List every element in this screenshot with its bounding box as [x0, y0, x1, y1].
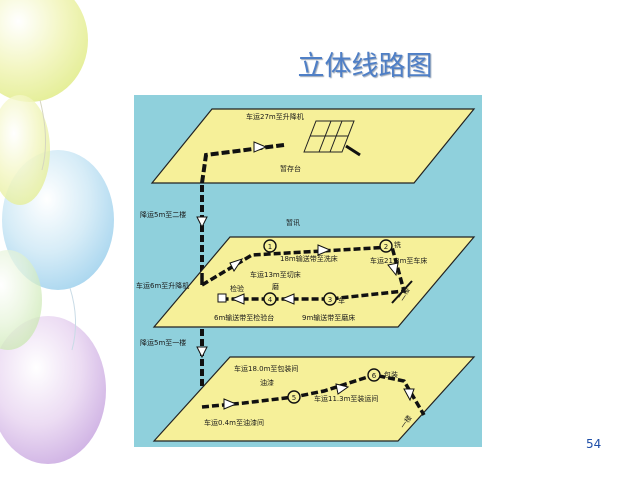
top-label-conveyor: 车运27m至升降机 — [246, 112, 304, 121]
storage-rack-icon — [303, 120, 355, 153]
mid-arrow-5 — [230, 293, 245, 305]
label-lift-to-1f: 降运5m至一楼 — [140, 338, 186, 347]
top-route-arrow — [253, 141, 268, 153]
process-node-1: 1 — [263, 239, 277, 253]
label-inspect: 检验 — [230, 284, 244, 293]
lift-arrow-down-upper — [196, 216, 208, 229]
node-3-tag: 车 — [338, 296, 345, 305]
mid-label-d: 6m输送带至检验台 — [214, 313, 274, 322]
process-node-2: 2 — [379, 239, 393, 253]
mid-arrow-2 — [317, 244, 332, 256]
lift-arrow-down-lower — [196, 346, 208, 359]
svg-text:1: 1 — [268, 243, 272, 251]
slide-title: 立体线路图 — [297, 51, 433, 82]
svg-text:4: 4 — [268, 296, 273, 304]
bottom-label-b: 车运11.3m至装运间 — [314, 394, 378, 403]
bottom-label-c: 车运0.4m至油漆间 — [204, 418, 264, 427]
node-4-tag: 磨 — [272, 282, 279, 291]
label-note: 暂讯 — [286, 218, 300, 227]
bottom-label-pack: 包装 — [384, 370, 398, 379]
mid-label-e: 9m输送带至磨床 — [302, 313, 355, 322]
svg-text:2: 2 — [384, 243, 388, 251]
process-node-6: 6 — [367, 368, 381, 382]
diagram-image: 车运27m至升降机 暂存台 降运5m至二楼 暂讯 1 2 铣 — [134, 95, 482, 447]
page-number: 54 — [586, 437, 602, 451]
process-node-3: 3 — [323, 292, 337, 306]
svg-text:6: 6 — [372, 372, 377, 380]
bottom-label-paint: 油漆 — [260, 378, 274, 387]
mid-arrow-4 — [280, 293, 295, 305]
bottom-route-path — [201, 373, 426, 416]
mid-label-a: 18m输送带至洗床 — [280, 254, 338, 263]
process-node-4: 4 — [263, 292, 277, 306]
mid-label-b: 车运13m至切床 — [250, 270, 301, 279]
top-label-storage: 暂存台 — [280, 164, 301, 173]
mid-label-c: 车运21.3m至车床 — [370, 256, 427, 265]
svg-text:5: 5 — [292, 394, 296, 402]
top-floor-plane — [150, 108, 476, 184]
node-2-tag: 铣 — [394, 240, 401, 249]
inspection-box — [217, 293, 227, 303]
label-lift-to-2f: 降运5m至二楼 — [140, 210, 186, 219]
mid-arrow-1 — [229, 258, 244, 272]
bottom-arrow-1 — [223, 398, 238, 410]
label-lift-mid: 车运6m至升降机 — [136, 281, 189, 290]
bottom-label-a: 车运18.0m至包装间 — [234, 364, 298, 373]
process-node-5: 5 — [287, 390, 301, 404]
svg-text:3: 3 — [328, 296, 332, 304]
bottom-arrow-2 — [335, 383, 350, 395]
three-level-route-diagram: 车运27m至升降机 暂存台 降运5m至二楼 暂讯 1 2 铣 — [136, 108, 476, 442]
mid-arrow-3 — [387, 262, 399, 277]
bottom-arrow-3 — [403, 388, 415, 402]
